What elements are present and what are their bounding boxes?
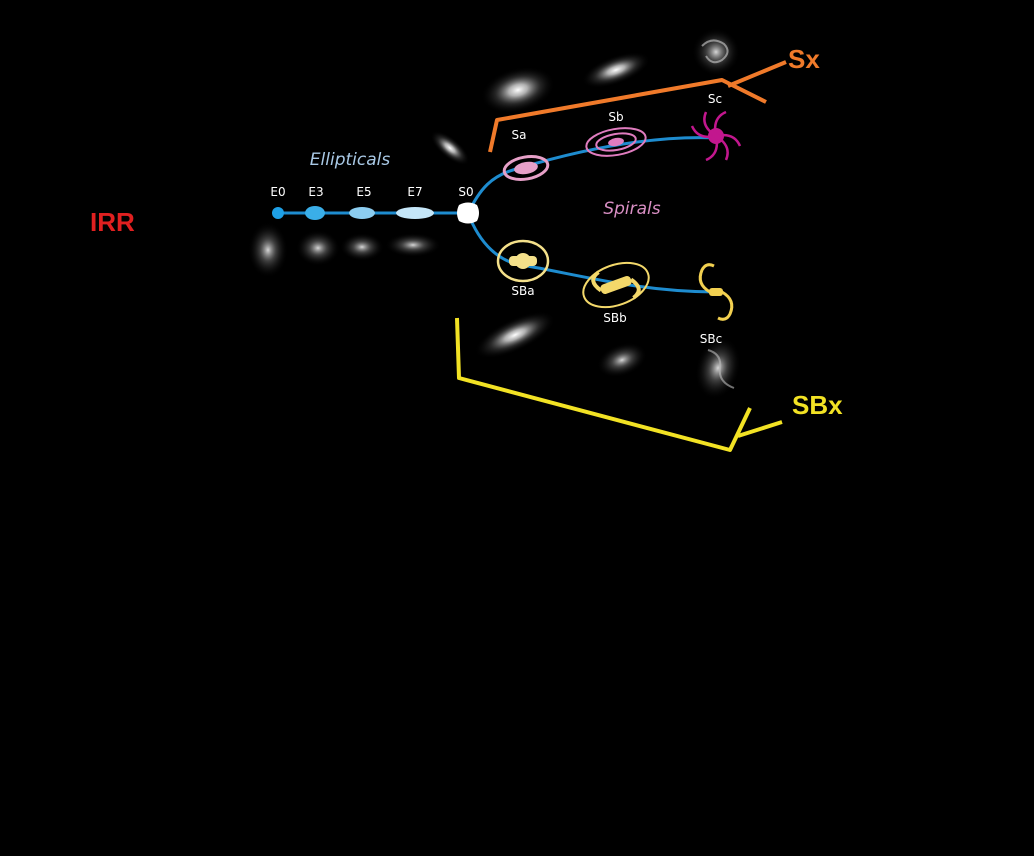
node-e7-marker <box>396 207 434 219</box>
galaxy-photo-e7 <box>385 233 441 257</box>
spiral-nodes <box>502 110 742 181</box>
galaxy-photo-e5 <box>340 233 384 261</box>
galaxy-photo-e3 <box>296 230 340 266</box>
sx-annotation-label: Sx <box>788 44 820 74</box>
elliptical-nodes <box>272 202 479 224</box>
ellipticals-group-label: Ellipticals <box>310 150 391 170</box>
node-sc-marker <box>690 110 742 162</box>
node-sc-label: Sc <box>708 92 722 106</box>
irr-annotation-label: IRR <box>90 207 135 237</box>
node-sbb-label: SBb <box>603 311 626 325</box>
galaxy-photo-sc <box>692 28 740 76</box>
sx-pointer-line <box>727 60 787 88</box>
sx-bracket-line <box>488 78 767 153</box>
galaxy-photo-sbb <box>596 342 648 378</box>
sbx-bracket <box>455 317 783 452</box>
node-sbc-label: SBc <box>700 332 722 346</box>
node-sbb-marker <box>582 261 650 309</box>
sbx-pointer-line <box>737 420 783 438</box>
spirals-group-label: Spirals <box>603 199 660 219</box>
node-sa-marker <box>502 155 550 181</box>
node-sa-label: Sa <box>512 128 527 142</box>
node-s0-label: S0 <box>458 185 473 199</box>
node-sb-marker <box>585 127 647 157</box>
node-labels: E0 E3 E5 E7 S0 Sa Sb Sc SBa SBb SBc <box>270 92 722 346</box>
node-sb-label: Sb <box>608 110 623 124</box>
galaxy-photo-sb <box>581 51 651 89</box>
node-sba-label: SBa <box>511 284 534 298</box>
sbx-annotation-label: SBx <box>792 390 843 420</box>
node-e7-label: E7 <box>407 185 422 199</box>
node-s0-marker <box>457 202 479 224</box>
node-sba-marker <box>496 239 550 283</box>
node-e5-marker <box>349 207 375 219</box>
node-e5-label: E5 <box>356 185 371 199</box>
node-e0-label: E0 <box>270 185 285 199</box>
node-e0-marker <box>272 207 284 219</box>
galaxy-photo-s0 <box>430 130 470 166</box>
galaxy-photo-e0 <box>248 222 288 278</box>
sx-bracket <box>488 60 787 153</box>
node-e3-marker <box>305 206 325 220</box>
barred-spiral-branch-line <box>466 212 717 294</box>
galaxy-photo-sa <box>480 66 556 114</box>
sbx-bracket-line <box>455 317 752 452</box>
node-e3-label: E3 <box>308 185 323 199</box>
node-sbc-marker <box>698 263 734 321</box>
galaxy-photo-sba <box>474 311 556 359</box>
galaxy-photos <box>248 28 741 400</box>
barred-spiral-nodes <box>496 239 734 321</box>
galaxy-photo-sbc <box>695 336 741 400</box>
